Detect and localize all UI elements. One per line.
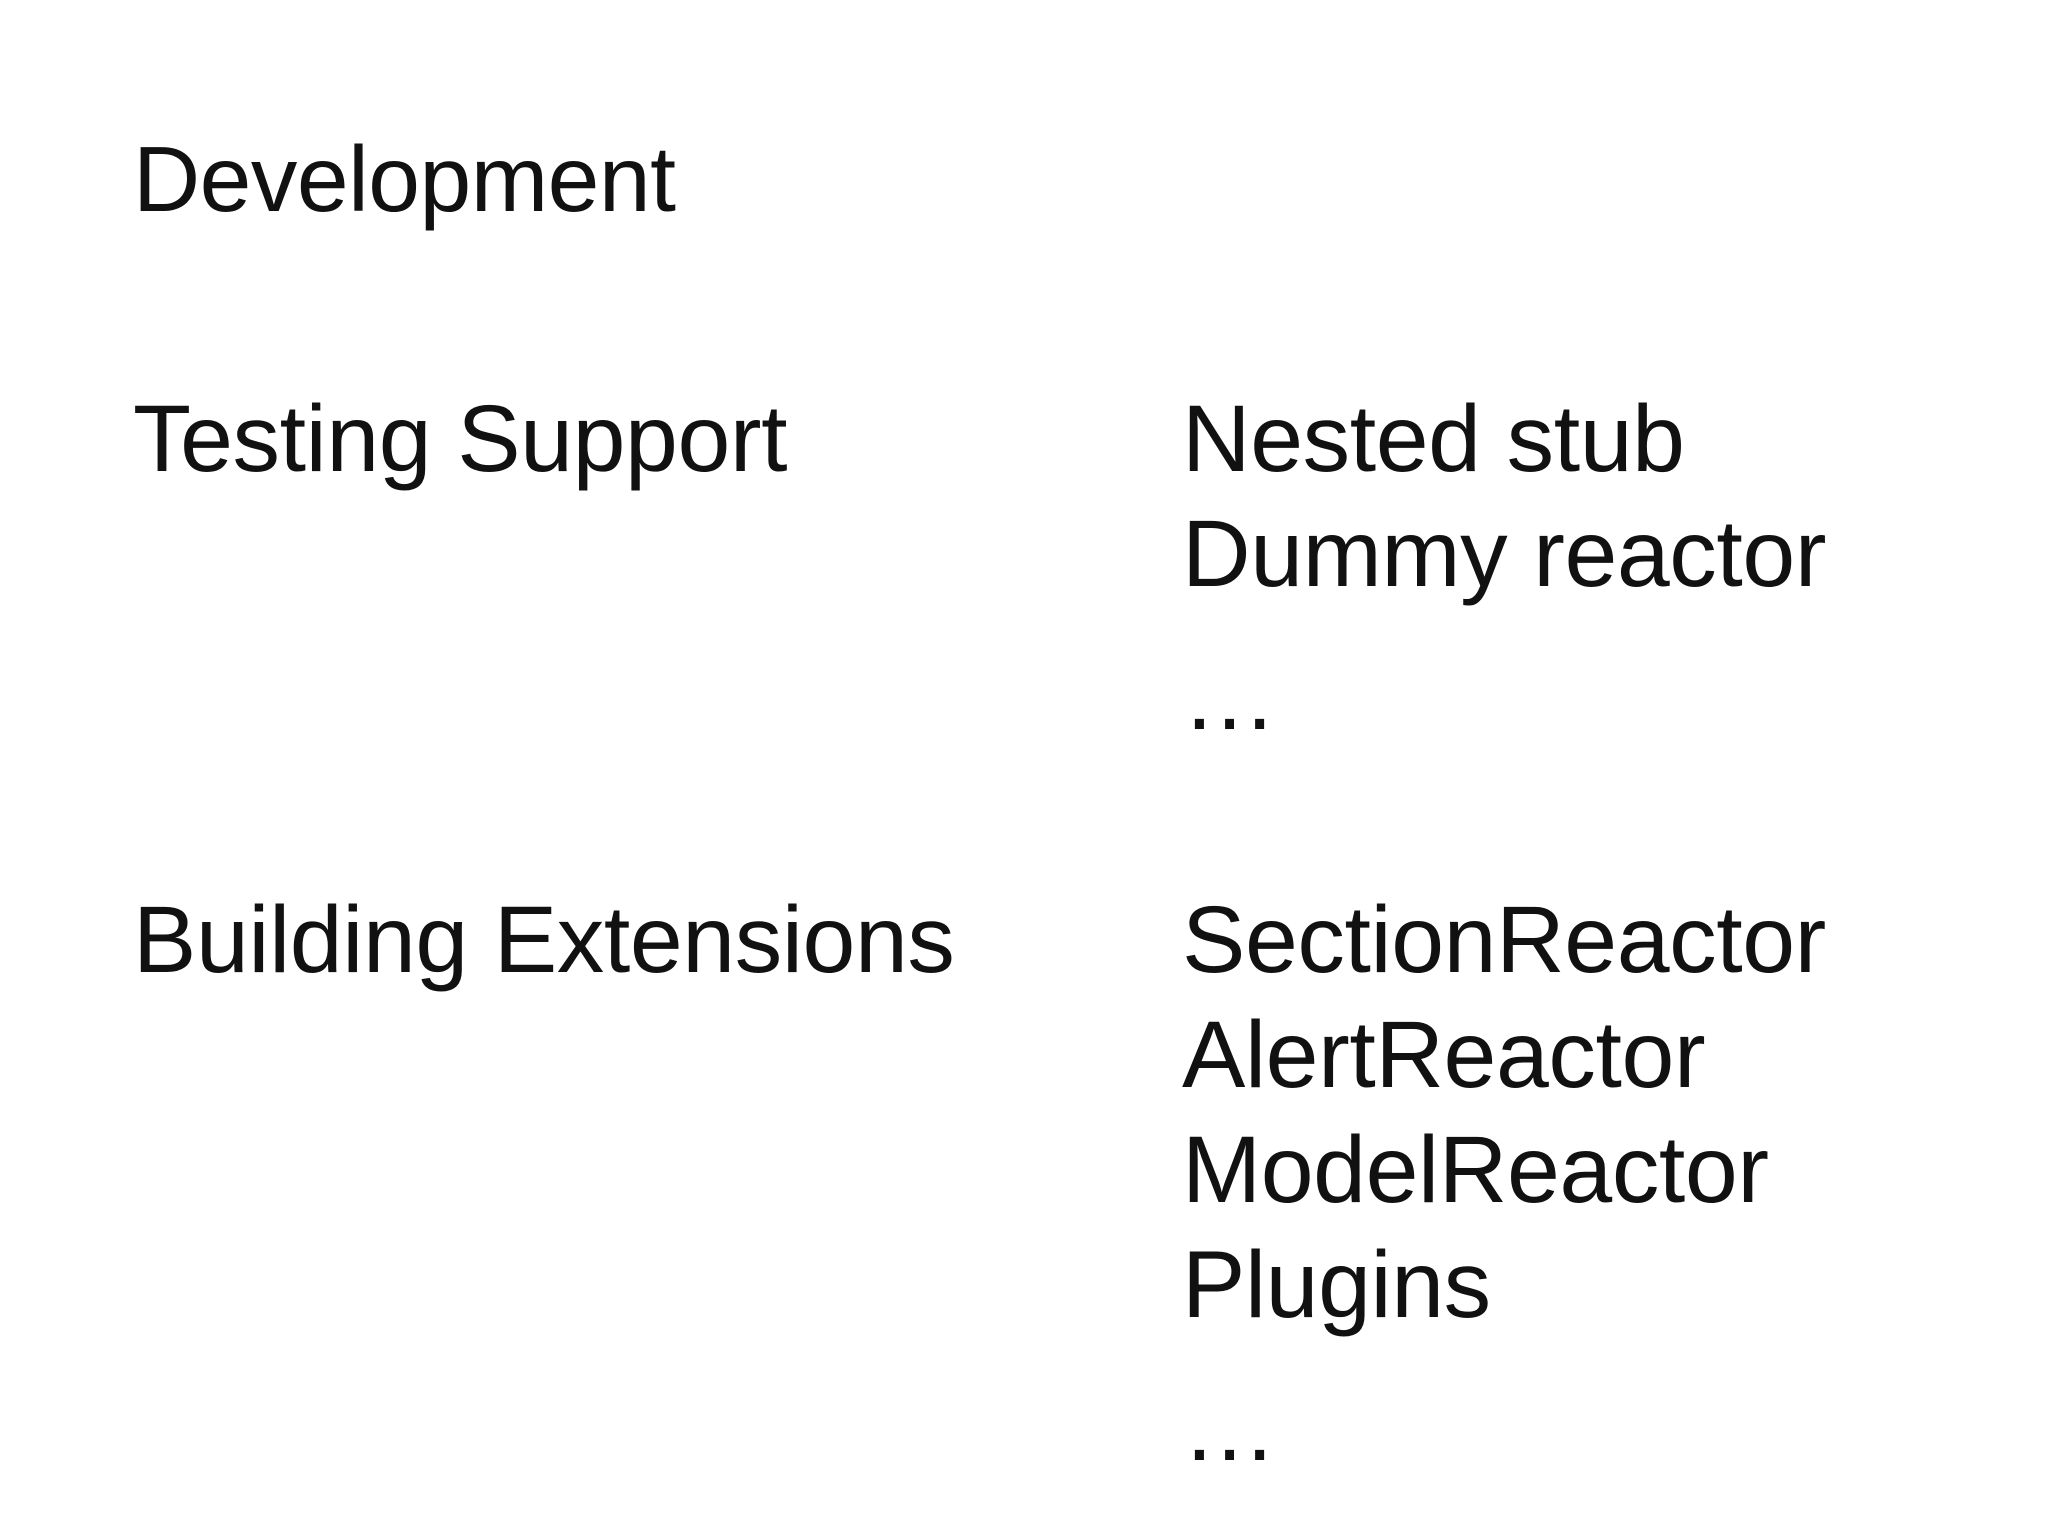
group-label-testing-support: Testing Support	[133, 386, 788, 492]
list-item: Nested stub	[1182, 386, 1685, 492]
group-values-testing-support: Nested stub Dummy reactor …	[1182, 382, 1933, 755]
group-row: Testing Support Nested stub Dummy reacto…	[133, 382, 1933, 755]
group-values-building-extensions: SectionReactor AlertReactor ModelReactor…	[1182, 883, 1933, 1486]
content-grid: Testing Support Nested stub Dummy reacto…	[133, 382, 1933, 1486]
list-item: AlertReactor	[1182, 1002, 1706, 1108]
list-item: ModelReactor	[1182, 1117, 1769, 1223]
more-ellipsis: …	[1182, 1375, 1279, 1481]
page-title: Development	[133, 127, 676, 231]
list-item: Plugins	[1182, 1232, 1491, 1338]
list-item: Dummy reactor	[1182, 501, 1827, 607]
group-row: Building Extensions SectionReactor Alert…	[133, 883, 1933, 1486]
more-ellipsis: …	[1182, 644, 1279, 750]
group-label-building-extensions: Building Extensions	[133, 887, 955, 993]
list-item: SectionReactor	[1182, 887, 1826, 993]
